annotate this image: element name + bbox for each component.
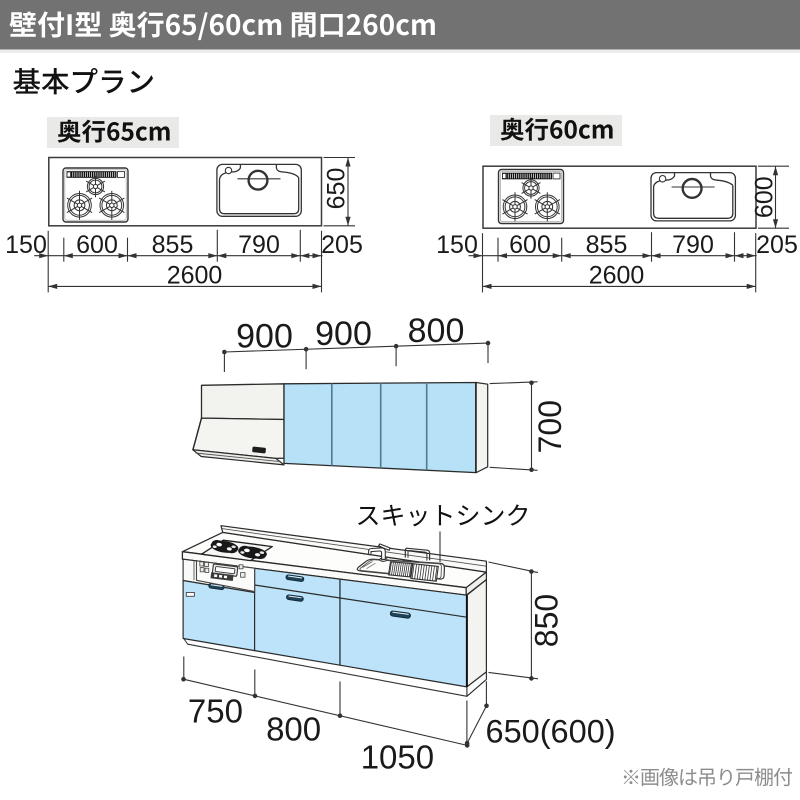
svg-text:855: 855: [152, 231, 194, 259]
svg-text:900: 900: [236, 317, 293, 355]
svg-text:800: 800: [408, 312, 465, 350]
svg-text:150: 150: [5, 231, 47, 259]
svg-text:855: 855: [586, 231, 628, 259]
svg-text:900: 900: [315, 315, 372, 353]
svg-text:800: 800: [266, 711, 321, 748]
svg-text:790: 790: [238, 231, 280, 259]
svg-text:700: 700: [532, 400, 568, 453]
svg-text:1050: 1050: [361, 739, 434, 776]
svg-text:2600: 2600: [167, 262, 223, 290]
svg-text:600: 600: [509, 231, 551, 259]
svg-text:2600: 2600: [589, 262, 645, 290]
svg-text:790: 790: [672, 231, 714, 259]
svg-text:650(600): 650(600): [486, 714, 616, 750]
svg-text:205: 205: [756, 231, 798, 259]
svg-text:850: 850: [529, 594, 565, 647]
svg-text:650: 650: [323, 168, 351, 210]
svg-text:750: 750: [188, 693, 243, 730]
svg-text:205: 205: [321, 231, 363, 259]
svg-text:600: 600: [750, 176, 778, 218]
svg-text:600: 600: [76, 231, 118, 259]
svg-text:150: 150: [436, 231, 478, 259]
